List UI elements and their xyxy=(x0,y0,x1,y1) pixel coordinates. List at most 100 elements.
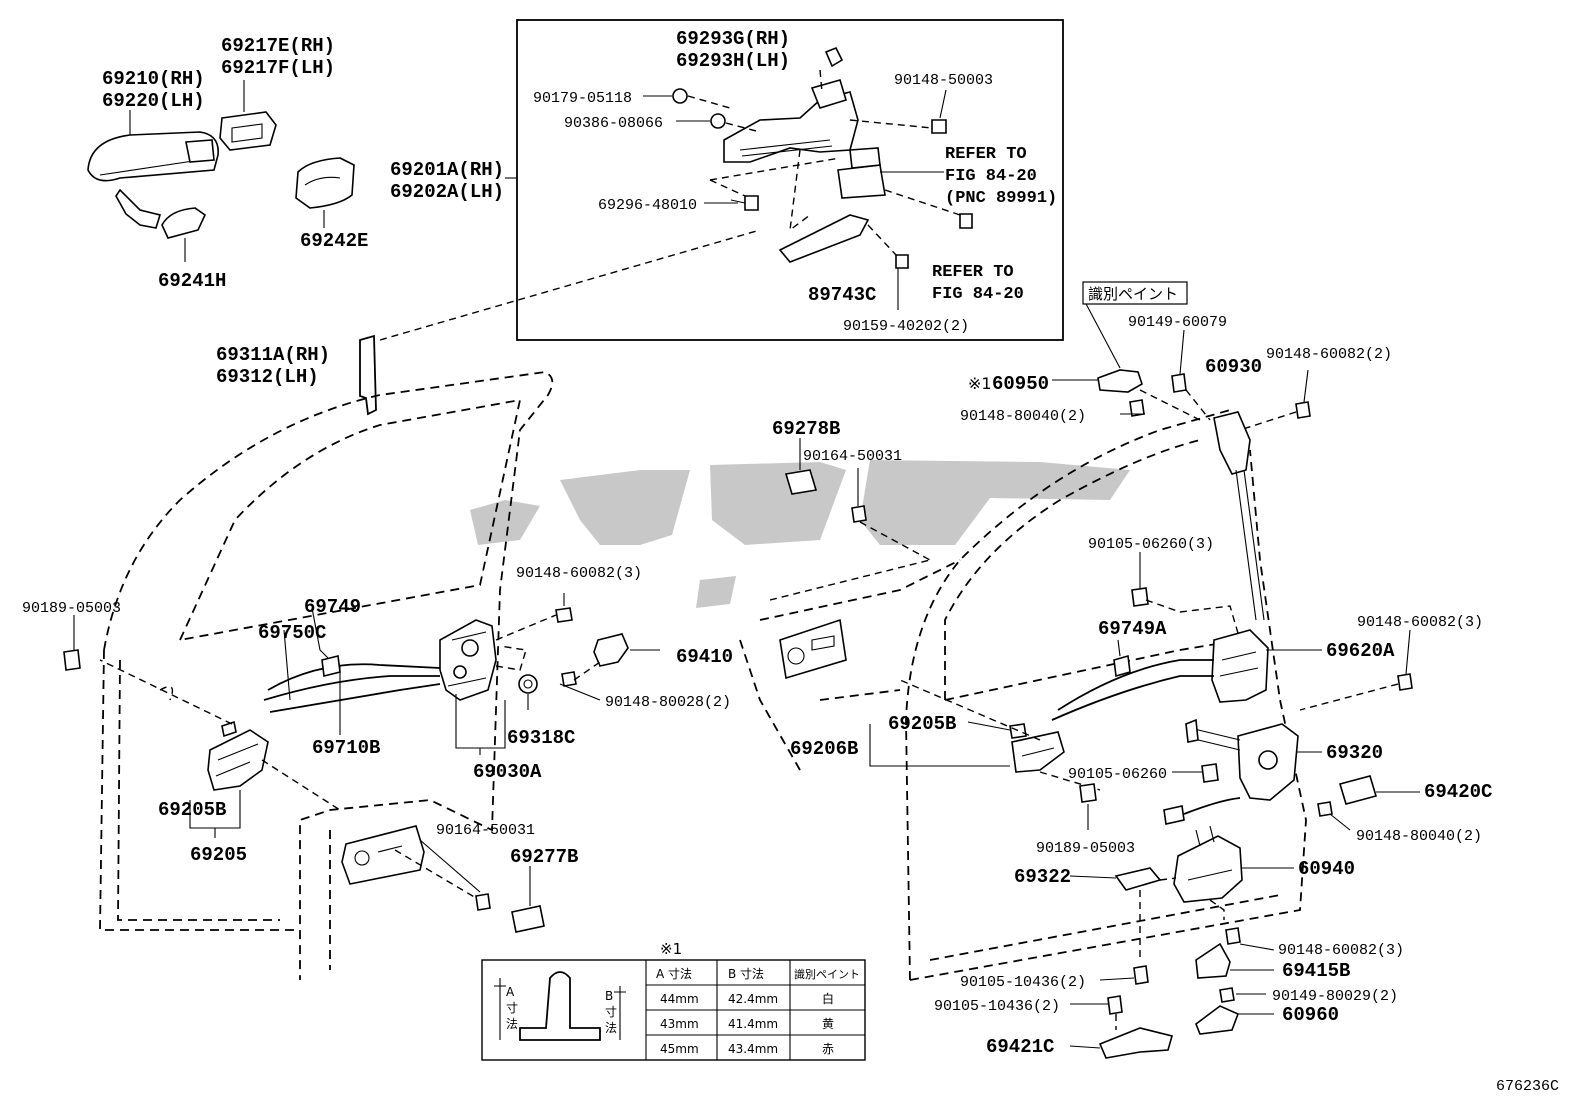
label-69210: 69210(RH) xyxy=(102,68,205,90)
pad-part-2 xyxy=(161,207,207,239)
screw-part-4 xyxy=(851,505,867,523)
refer-1a: REFER TO xyxy=(945,145,1027,164)
label-69322: 69322 xyxy=(1014,866,1071,888)
label-90164-b: 90164-50031 xyxy=(436,822,535,839)
left-door-outline xyxy=(99,371,554,980)
label-69220: 69220(LH) xyxy=(102,90,205,112)
table-cell-r2c2: 赤 xyxy=(822,1042,834,1056)
label-69201a: 69201A(RH) xyxy=(390,159,504,181)
trim-panel-left xyxy=(341,825,425,885)
refer-2b: FIG 84-20 xyxy=(932,285,1024,304)
table-cell-r0c2: 白 xyxy=(822,991,834,1006)
bolt-part-10 xyxy=(1225,927,1241,945)
screw-part-3 xyxy=(475,893,491,911)
bolt-part xyxy=(730,195,759,211)
table-header-b: B 寸法 xyxy=(728,967,764,981)
screw-part-5 xyxy=(1009,723,1027,739)
refer-1c: (PNC 89991) xyxy=(945,189,1057,208)
bolt-part-3 xyxy=(959,213,973,229)
label-69320: 69320 xyxy=(1326,742,1383,764)
table-header-a: A 寸法 xyxy=(656,967,692,981)
label-69278b: 69278B xyxy=(772,418,840,440)
glass-run-part xyxy=(359,334,377,416)
table-mark: ※1 xyxy=(660,940,682,958)
door-hinge-part xyxy=(1213,411,1265,621)
table-cell-r0c0: 44mm xyxy=(660,992,699,1006)
label-90149-60079: 90149-60079 xyxy=(1128,314,1227,331)
table-left-a: A xyxy=(506,985,515,999)
paint-tag: 識別ペイント xyxy=(1088,285,1178,303)
handle-frame-part xyxy=(723,79,859,163)
screw-part-7 xyxy=(1219,987,1235,1003)
label-69242e: 69242E xyxy=(300,230,368,252)
table-cell-r1c1: 41.4mm xyxy=(728,1017,778,1031)
bracket-part-3 xyxy=(1098,1027,1173,1059)
left-door-lock-part xyxy=(439,619,497,701)
label-69311a: 69311A(RH) xyxy=(216,344,330,366)
label-60940: 60940 xyxy=(1298,858,1355,880)
label-69205b-a: 69205B xyxy=(158,799,226,821)
cable-clip-part-2 xyxy=(1113,654,1131,678)
bolt-part-7 xyxy=(1131,587,1149,607)
label-90148-60082-3c: 90148-60082(3) xyxy=(1278,942,1404,959)
label-90164-a: 90164-50031 xyxy=(803,448,902,465)
bolt-part-2 xyxy=(931,119,947,134)
clip-part-2 xyxy=(63,649,81,671)
cable-clip-part xyxy=(321,655,341,677)
label-90105-10436-a: 90105-10436(2) xyxy=(960,974,1086,991)
clip-part-4 xyxy=(1079,783,1097,803)
refer-2a: REFER TO xyxy=(932,263,1014,282)
label-90148-80040-2a: 90148-80040(2) xyxy=(960,408,1086,425)
label-60950: 60950 xyxy=(992,373,1049,395)
bracket-part xyxy=(1195,942,1231,979)
label-90148-60082-3b: 90148-60082(3) xyxy=(1357,614,1483,631)
label-69277b: 69277B xyxy=(510,846,578,868)
label-69293h: 69293H(LH) xyxy=(676,50,790,72)
label-90105-06260: 90105-06260 xyxy=(1068,766,1167,783)
label-90148-80028: 90148-80028(2) xyxy=(605,694,731,711)
label-90179: 90179-05118 xyxy=(533,90,632,107)
label-69749a: 69749A xyxy=(1098,618,1167,640)
bolt-part-4 xyxy=(555,607,573,623)
clip-part xyxy=(824,46,844,68)
rod-part xyxy=(778,214,870,263)
label-69710b: 69710B xyxy=(312,737,380,759)
table-left-c: 法 xyxy=(506,1017,518,1031)
bolt-part-9 xyxy=(1397,673,1413,691)
label-90148-80040-2b: 90148-80040(2) xyxy=(1356,828,1482,845)
table-right-c: 法 xyxy=(605,1021,617,1035)
handle-cover-part xyxy=(295,157,355,209)
dimension-table-text: ※1 A 寸 法 B 寸 法 A 寸法 B 寸法 識別ペイント 44mm 42.… xyxy=(506,940,860,1056)
cable-part-2 xyxy=(1051,659,1214,721)
nut-part xyxy=(672,88,688,104)
label-90148-50003: 90148-50003 xyxy=(894,72,993,89)
label-69420c: 69420C xyxy=(1424,781,1492,803)
label-90105-10436-b: 90105-10436(2) xyxy=(934,998,1060,1015)
door-lock-part xyxy=(1185,718,1299,801)
label-69202a: 69202A(LH) xyxy=(390,181,504,203)
label-90386: 90386-08066 xyxy=(564,115,663,132)
label-69296: 69296-48010 xyxy=(598,197,697,214)
key-cylinder-part xyxy=(837,147,886,199)
table-right-a: B xyxy=(605,989,613,1003)
trim-panel-right xyxy=(779,618,847,680)
bolt-part-12 xyxy=(1107,995,1123,1015)
clip-part-3 xyxy=(1171,373,1187,393)
label-60930: 60930 xyxy=(1205,356,1262,378)
mark-1: ※1 xyxy=(968,374,992,393)
paint-tag-box xyxy=(1082,281,1188,305)
pad-part-5 xyxy=(1114,867,1162,891)
label-69318c: 69318C xyxy=(507,727,575,749)
door-guide-part xyxy=(1097,369,1143,393)
refer-1b: FIG 84-20 xyxy=(945,167,1037,186)
lock-striker-part xyxy=(593,633,629,667)
nut-part-2 xyxy=(710,113,726,129)
label-90159: 90159-40202(2) xyxy=(843,318,969,335)
table-cell-r1c2: 黄 xyxy=(822,1017,834,1031)
bolt-part-6 xyxy=(1295,401,1311,419)
label-90149-80029: 90149-80029(2) xyxy=(1272,988,1398,1005)
bolt-part-8 xyxy=(1201,763,1219,783)
label-69293g: 69293G(RH) xyxy=(676,28,790,50)
